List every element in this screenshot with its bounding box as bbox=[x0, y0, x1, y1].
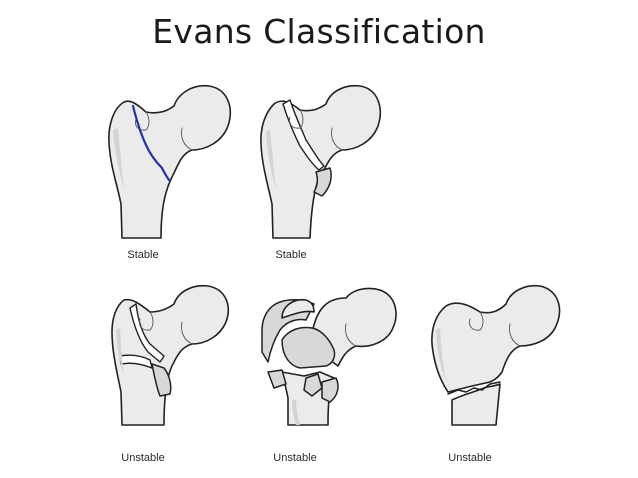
femur-figure-4 bbox=[261, 287, 397, 426]
caption-figure-1: Stable bbox=[127, 249, 159, 261]
caption-figure-4: Unstable bbox=[273, 452, 317, 464]
caption-figure-2: Stable bbox=[275, 249, 307, 261]
fracture-line bbox=[131, 104, 172, 183]
caption-figure-5: Unstable bbox=[448, 452, 492, 464]
caption-figure-3: Unstable bbox=[121, 452, 165, 464]
femur-figure-2 bbox=[260, 84, 382, 239]
femur-figure-1 bbox=[108, 84, 232, 239]
femur-figure-3 bbox=[111, 284, 230, 426]
femur-figure-5 bbox=[431, 284, 561, 426]
slide-title: Evans Classification bbox=[152, 12, 486, 51]
